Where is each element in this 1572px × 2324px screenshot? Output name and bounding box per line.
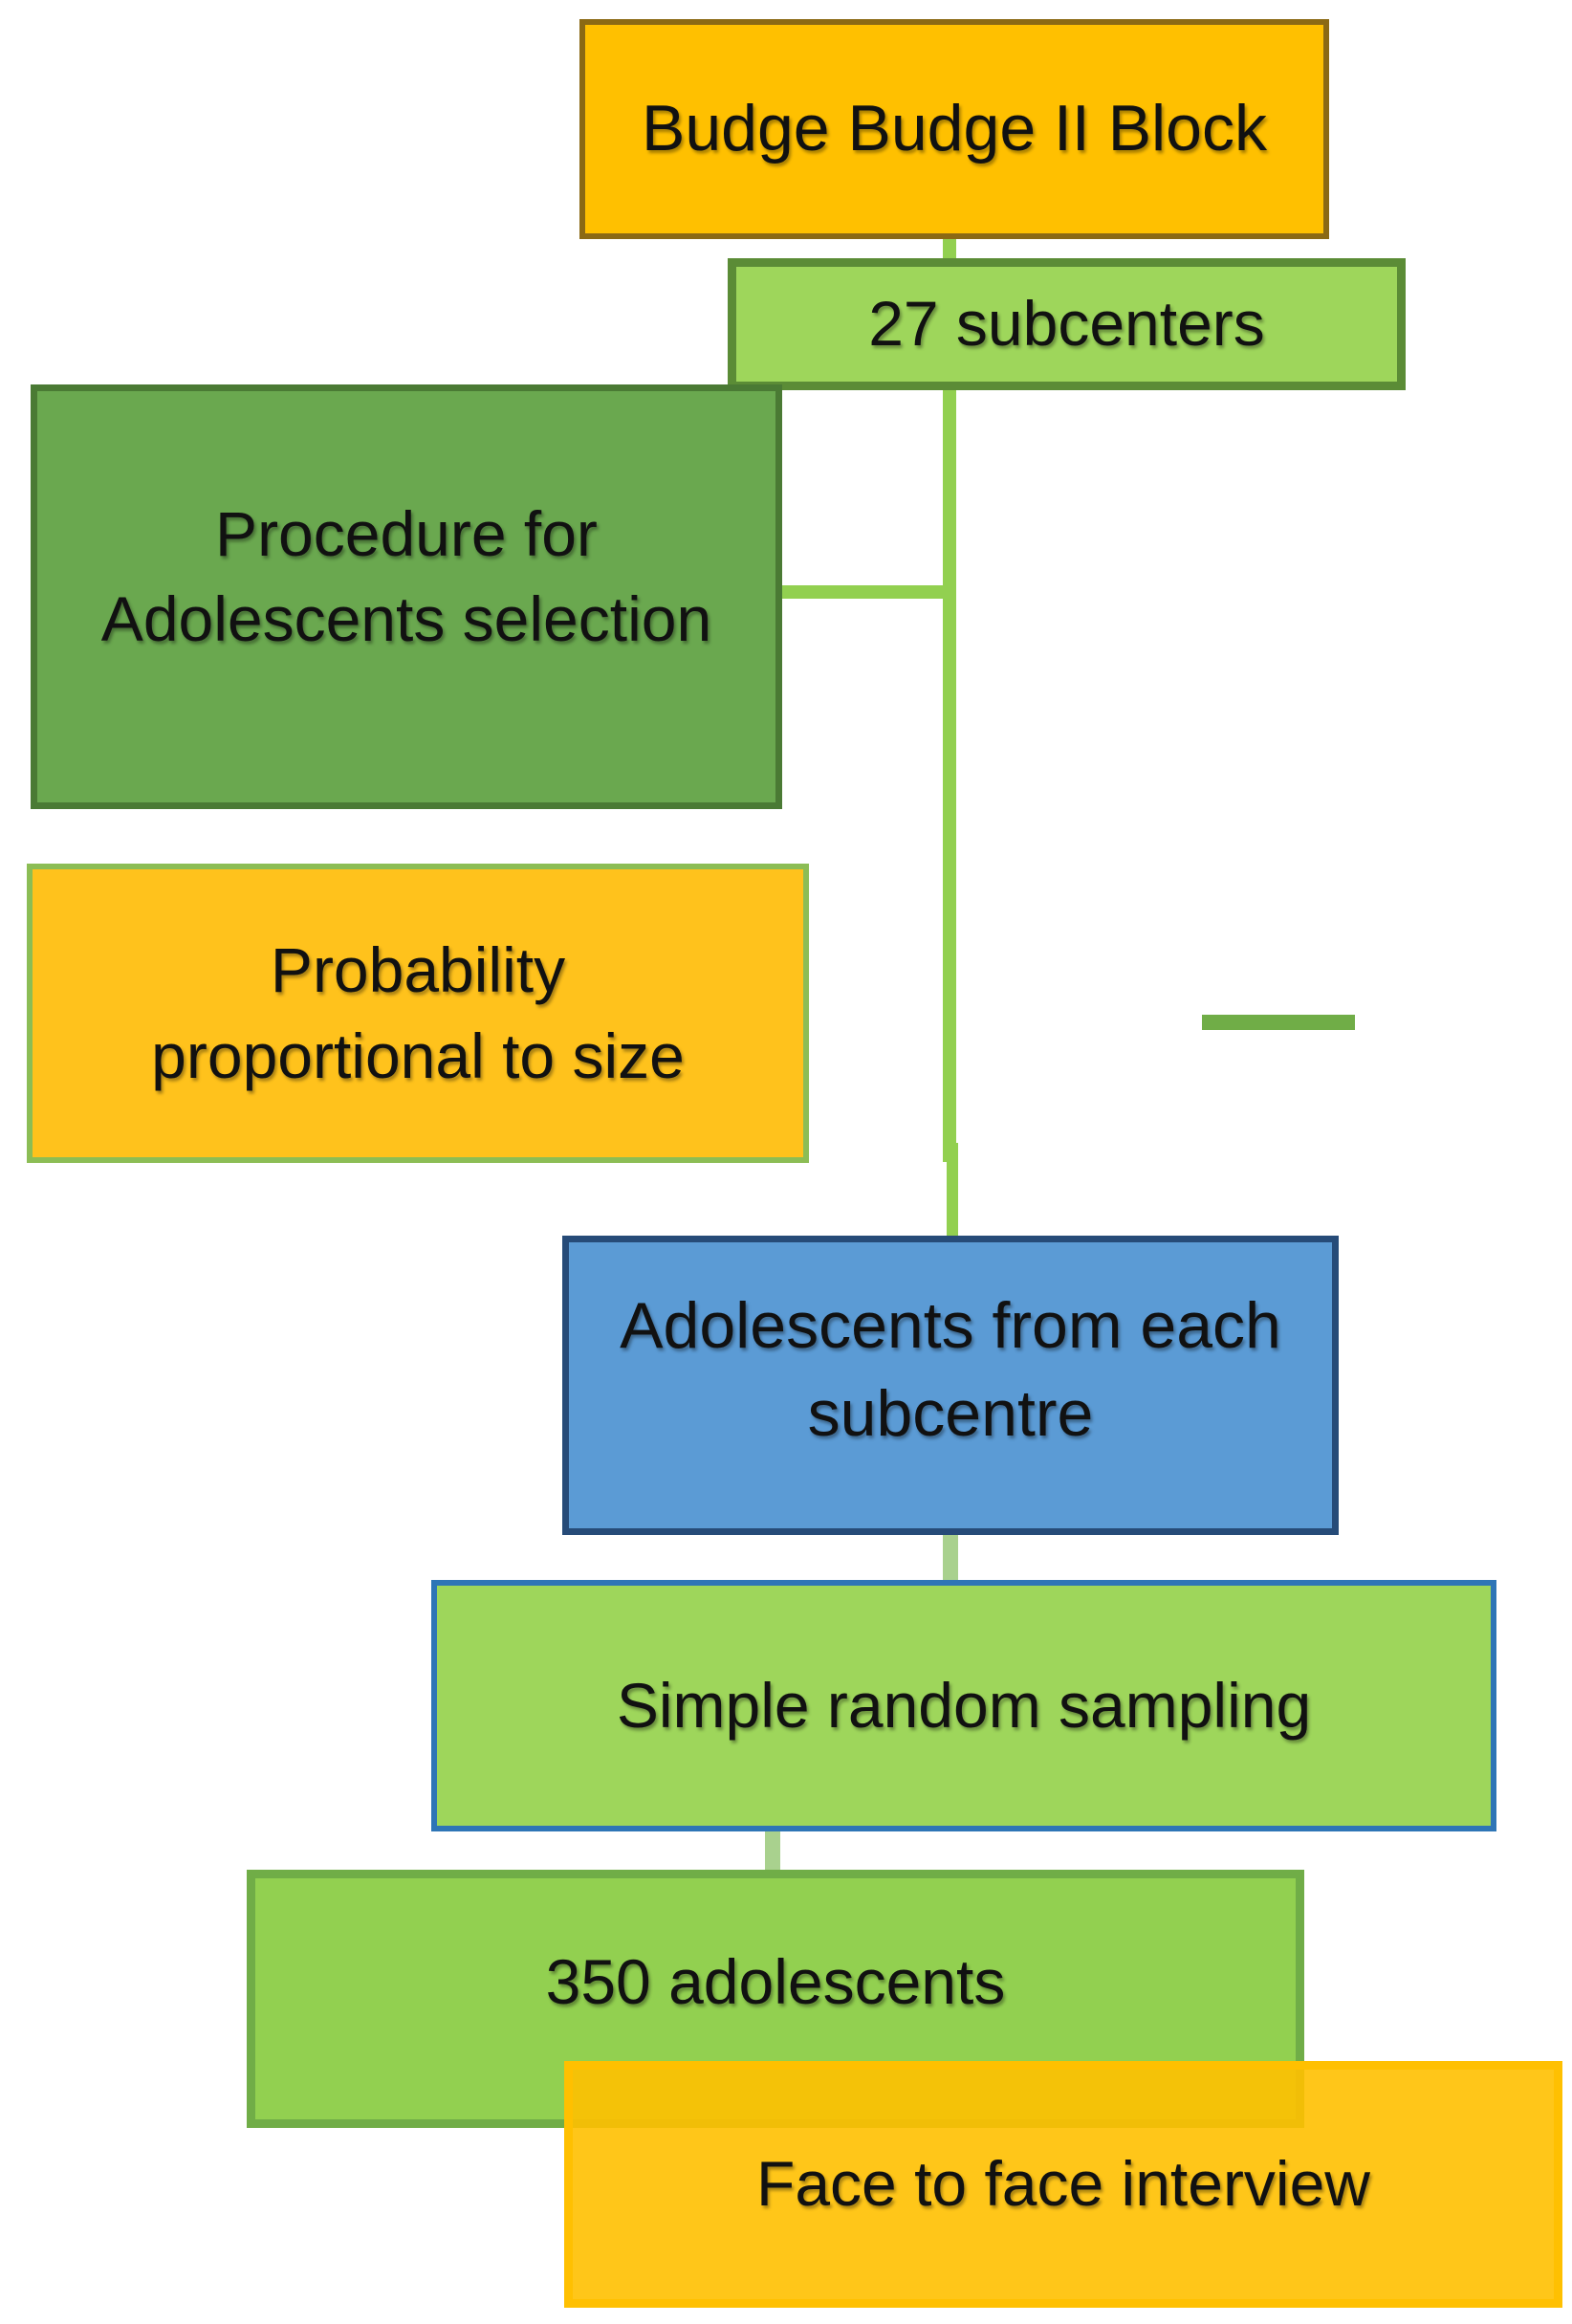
budge-block-label: Budge Budge II Block: [641, 92, 1267, 165]
adolescents-350-label: 350 adolescents: [545, 1946, 1006, 2017]
simple-random-sampling-label: Simple random sampling: [616, 1669, 1312, 1741]
face-to-face-interview-box: Face to face interview: [564, 2061, 1562, 2308]
subcenters-box: 27 subcenters: [728, 258, 1406, 390]
connector-short-dash: [1202, 1015, 1355, 1030]
connector-main-vertical: [943, 239, 956, 1162]
procedure-label: Procedure for Adolescents selection: [100, 498, 712, 655]
procedure-box: Procedure for Adolescents selection: [31, 384, 782, 809]
connector-to-procedure: [779, 585, 951, 599]
simple-random-sampling-box: Simple random sampling: [431, 1580, 1496, 1831]
probability-proportional-box: Probability proportional to size: [27, 864, 809, 1163]
subcenters-label: 27 subcenters: [868, 288, 1265, 360]
adolescents-each-subcentre-box: Adolescents from each subcentre: [562, 1236, 1339, 1535]
face-to-face-interview-label: Face to face interview: [756, 2148, 1370, 2220]
connector-main-jog: [947, 1143, 958, 1239]
budge-block-box: Budge Budge II Block: [579, 19, 1329, 239]
probability-proportional-label: Probability proportional to size: [151, 934, 685, 1091]
adolescents-each-subcentre-label: Adolescents from each subcentre: [620, 1289, 1281, 1450]
